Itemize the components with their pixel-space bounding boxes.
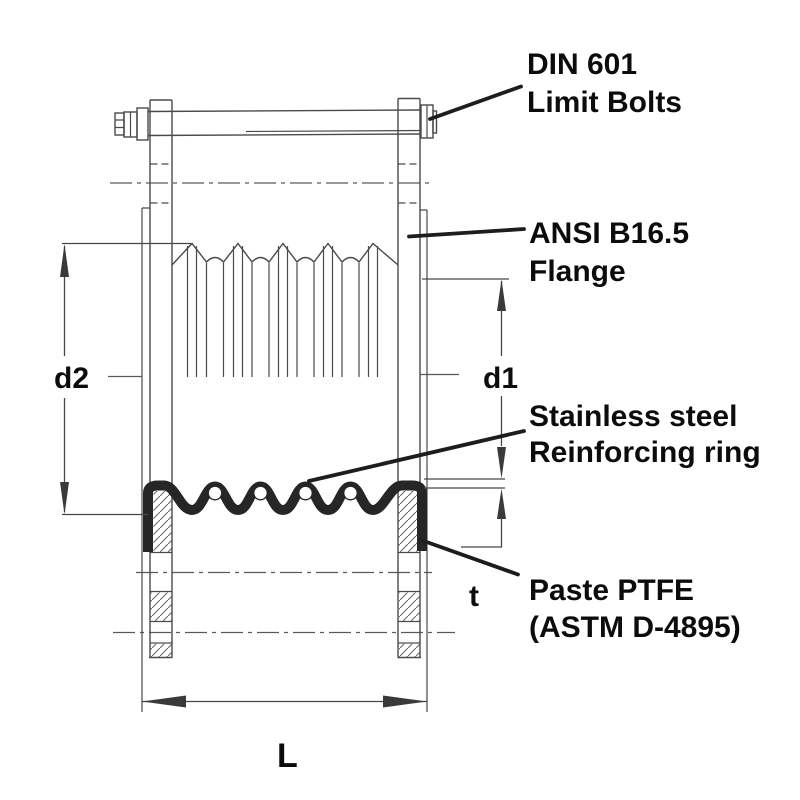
L-arrow-left (142, 695, 186, 708)
label-limit-bolts-line1: DIN 601 (527, 48, 637, 81)
d1-arrow-up (497, 279, 506, 311)
bolt-shaft (147, 109, 422, 137)
label-limit-bolts-line2: Limit Bolts (527, 86, 682, 119)
limit-bolts-leader (428, 84, 523, 121)
flange-hatching (150, 491, 420, 657)
left-flange-plate (149, 99, 173, 659)
bolt-washer (136, 107, 149, 141)
dim-label-t: t (469, 580, 479, 613)
d1-arrow-down (497, 447, 506, 479)
dim-label-L: L (277, 737, 298, 775)
L-arrow-right (383, 695, 427, 708)
flanges (141, 97, 428, 712)
d1-extension-lines (422, 278, 509, 489)
dimension-d2: d2 (54, 242, 191, 516)
bolt-thread-line (245, 129, 422, 133)
right-flange-plate (397, 97, 421, 659)
t-arrow-up (497, 488, 506, 519)
label-ptfe-line1: Paste PTFE (529, 574, 694, 607)
reinforcing-ring-leader (307, 429, 526, 483)
reinforcing-ring-circle (343, 485, 359, 501)
d2-arrow-down (60, 482, 69, 515)
label-flange-line1: ANSI B16.5 (529, 217, 689, 250)
annotations: DIN 601 Limit Bolts ANSI B16.5 Flange St… (527, 48, 761, 644)
reinforcing-ring-circle (298, 485, 314, 501)
limit-bolt-assembly (114, 104, 438, 141)
d2-extension-lines (62, 242, 191, 516)
dimension-d1: d1 t (422, 278, 518, 613)
dim-label-d2: d2 (54, 362, 89, 395)
bolt-head (114, 107, 149, 141)
bolt-nut (420, 104, 438, 139)
reinforcing-ring-circle (252, 485, 268, 501)
bellows-convolution-lines (186, 246, 379, 377)
label-ring-line2: Reinforcing ring (529, 436, 761, 469)
bellows-outline (171, 242, 399, 266)
cuff-face-lines (141, 207, 428, 712)
leader-lines (307, 84, 526, 577)
ptfe-leader (419, 538, 520, 577)
centerlines (108, 182, 459, 634)
label-flange-line2: Flange (529, 255, 626, 288)
t-leader-step (461, 519, 503, 548)
flange-leader (407, 227, 526, 239)
dim-label-d1: d1 (483, 362, 518, 395)
reinforcing-ring-circle (207, 485, 223, 501)
dimension-L: L (142, 695, 427, 775)
section-hole-edges (150, 551, 420, 644)
bellows-exterior-view (171, 242, 399, 377)
reinforcing-rings (207, 485, 359, 501)
ptfe-bellows-section (143, 480, 427, 552)
bellows-cross-section (143, 480, 427, 552)
label-ring-line1: Stainless steel (529, 400, 737, 433)
label-ptfe-line2: (ASTM D-4895) (529, 611, 741, 644)
d2-arrow-up (60, 244, 69, 277)
